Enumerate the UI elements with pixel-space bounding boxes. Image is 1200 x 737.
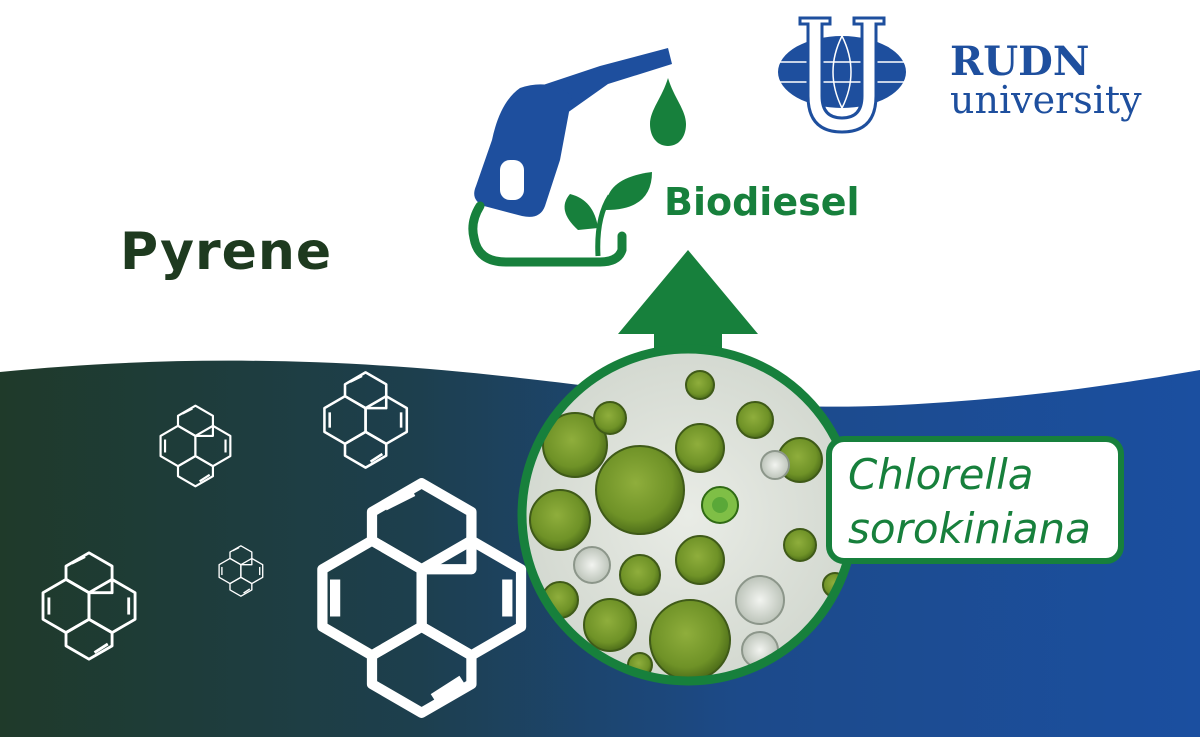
fuel-nozzle-icon — [468, 48, 672, 267]
algae-micrograph — [517, 344, 859, 686]
species-epithet: sorokiniana — [848, 504, 1091, 553]
leaf-sprout-icon — [564, 172, 652, 257]
rudn-logo-subtitle: university — [950, 78, 1142, 122]
fuel-drop-icon — [650, 78, 686, 146]
species-genus: Chlorella — [848, 450, 1034, 499]
pyrene-title: Pyrene — [120, 222, 333, 282]
rudn-globe-logo — [778, 16, 906, 134]
rudn-logo-name: RUDN — [950, 38, 1090, 85]
biodiesel-title: Biodiesel — [664, 180, 860, 224]
up-arrow-icon — [618, 250, 758, 400]
species-label-box: Chlorella sorokiniana — [826, 436, 1124, 564]
